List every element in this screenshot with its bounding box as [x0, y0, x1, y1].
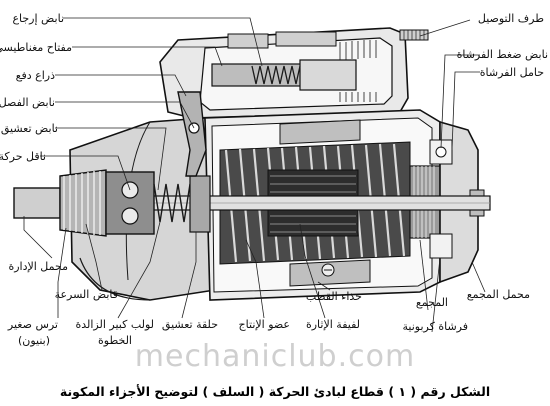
pinion-clutch-assembly	[13, 169, 211, 237]
label-engagement-spring: نابض تعشيق	[1, 122, 58, 136]
label-carbon-brush: فرشاة كربونية	[403, 320, 468, 333]
leader-lines	[23, 17, 486, 333]
label-pitch-spring: لولب كبير الزالدة	[75, 318, 154, 331]
figure-caption: الشكل رقم ( ١ ) قطاع لبادئ الحركة ( السل…	[60, 384, 490, 399]
label-brush-holder: حامل الفرشاة	[480, 66, 544, 79]
label-motion-carrier: ناقل حركة	[0, 150, 46, 163]
label-push-arm: ذراع دفع	[16, 69, 55, 82]
label-drive-bearing: محمل الإدارة	[8, 260, 68, 273]
label-return-spring: نابض إرجاع	[12, 12, 64, 25]
label-separation-spring: نابض الفصل	[0, 96, 55, 109]
label-magnetic-switch: مفتاح مغناطيسي	[0, 41, 72, 54]
label-pitch-spring-sub: الخطوة	[98, 334, 132, 347]
label-armature-winding: لفيفة الإثارة	[306, 318, 360, 331]
shift-lever	[177, 91, 207, 177]
starter-motor-cutaway	[13, 27, 491, 301]
pole-shoes	[279, 119, 371, 287]
label-engagement-ring: حلقة تعشيق	[162, 318, 218, 332]
label-pinion-gear-sub: (بنيون)	[18, 334, 50, 347]
label-brush-spring: نابض ضغط الفرشاة	[457, 48, 548, 61]
label-commutator-bearing: محمل المجمع	[467, 288, 530, 301]
label-speed-catch: قابض السرعة	[55, 288, 118, 301]
part-labels: نابض إرجاع مفتاح مغناطيسي ذراع دفع نابض …	[0, 12, 548, 347]
label-connection-terminal: طرف التوصيل	[478, 12, 544, 25]
watermark: mechaniclub.com	[135, 339, 415, 374]
label-commutator: المجمع	[416, 296, 448, 309]
label-pinion-gear: ترس صغير	[7, 318, 58, 331]
label-pole-shoe: حذاء القطب	[306, 290, 362, 303]
terminal-stud	[399, 29, 429, 41]
label-armature-core: عضو الإنتاج	[239, 318, 290, 331]
